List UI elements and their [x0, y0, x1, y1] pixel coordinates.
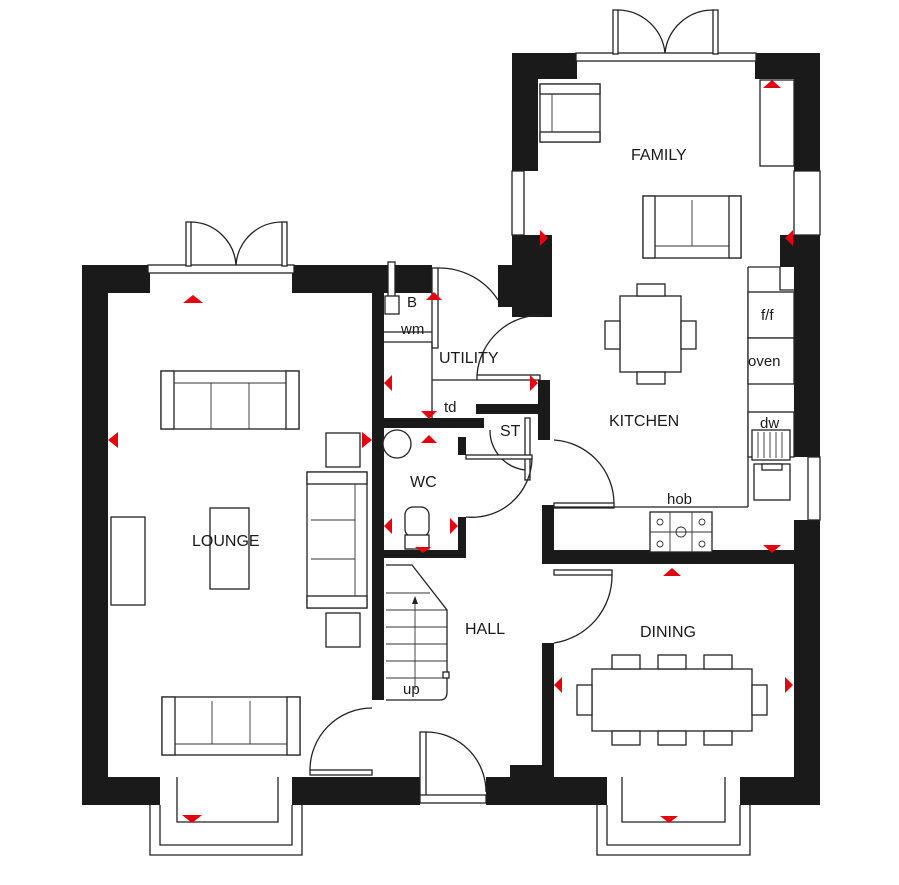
room-label-hall: HALL	[465, 621, 505, 638]
doors	[185, 9, 719, 804]
room-label-store: ST	[500, 423, 521, 440]
room-label-lounge: LOUNGE	[192, 533, 260, 550]
oven-label: oven	[748, 353, 781, 370]
furniture	[110, 79, 795, 756]
room-label-kitchen: KITCHEN	[609, 413, 679, 430]
room-labels: FAMILY KITCHEN UTILITY LOUNGE WC HALL DI…	[192, 147, 696, 641]
fridge-freezer-label: f/f	[761, 307, 774, 324]
boiler-label: B	[407, 294, 417, 311]
dishwasher-label: dw	[760, 415, 779, 432]
electrical-markers	[108, 80, 793, 823]
tumble-dryer-label: td	[444, 399, 457, 416]
windows	[147, 52, 821, 856]
room-label-dining: DINING	[640, 624, 696, 641]
room-label-family: FAMILY	[631, 147, 687, 164]
washing-machine-label: wm	[400, 321, 424, 338]
fixture-labels: B wm td f/f oven dw hob	[400, 294, 781, 508]
hob-label: hob	[667, 491, 692, 508]
stairs-up-label: up	[403, 681, 420, 698]
room-label-utility: UTILITY	[439, 350, 499, 367]
room-label-wc: WC	[410, 474, 437, 491]
stairs: up	[386, 564, 450, 701]
walls	[82, 53, 820, 805]
